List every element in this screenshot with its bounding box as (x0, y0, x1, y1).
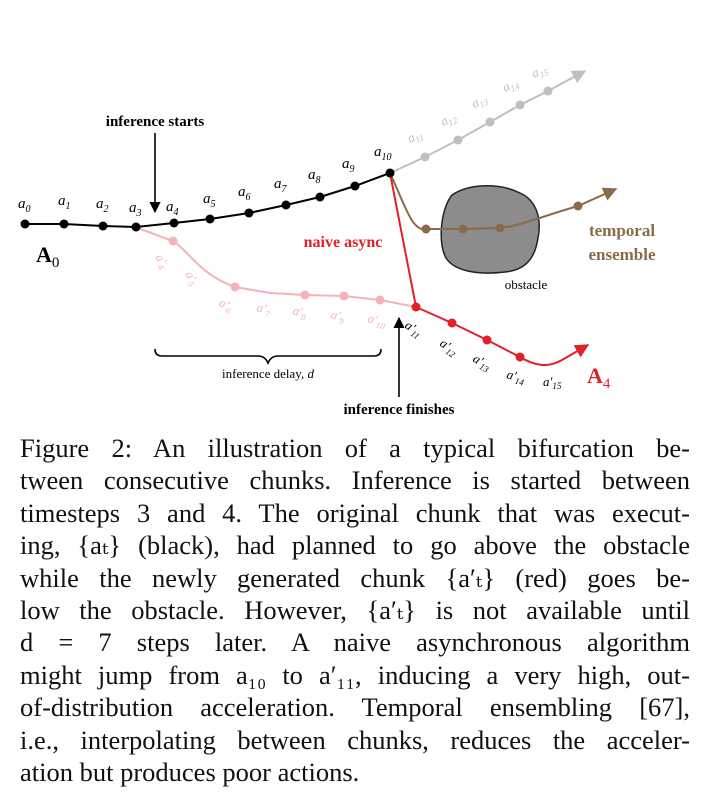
future-action-labels: a11 a12 a13 a14 a15 (405, 60, 551, 148)
caption-line: low the obstacle. However, {a′ₜ} is not … (20, 595, 690, 626)
svg-text:a′13: a′13 (470, 351, 495, 375)
svg-text:a′5: a′5 (181, 268, 203, 289)
dot-a5 (205, 214, 215, 224)
new-faded-action-labels: a′4 a′5 a′6 a′7 a′8 a′9 a′10 (151, 251, 389, 332)
bifurcation-figure: obstacle (18, 60, 656, 418)
svg-text:a1: a1 (58, 193, 71, 212)
svg-text:a′15: a′15 (543, 374, 562, 391)
new-chunk-path (415, 306, 590, 366)
caption-line: ation but produces poor actions. (20, 757, 360, 788)
chunk-A4-label: A4 (587, 363, 611, 392)
inference-finishes-label: inference finishes (344, 402, 455, 418)
dot-a8 (315, 192, 325, 202)
new-dots (411, 302, 525, 362)
dot-a3 (131, 222, 141, 232)
new-faded-dots (168, 236, 385, 305)
svg-text:a11: a11 (405, 126, 426, 148)
caption-line: tween consecutive chunks. Inference is s… (20, 465, 690, 496)
naive-async-jump (389, 172, 417, 308)
temporal-ensemble-label-1: temporal (589, 221, 655, 240)
svg-text:a5: a5 (203, 191, 216, 210)
obstacle-label: obstacle (505, 277, 548, 292)
svg-text:a2: a2 (96, 196, 109, 215)
dot-a0 (20, 219, 30, 229)
naive-async-label: naive async (304, 234, 383, 251)
caption-line: timesteps 3 and 4. The original chunk th… (20, 497, 690, 528)
caption-line: while the newly generated chunk {a′ₜ} (r… (20, 562, 690, 593)
svg-text:a′14: a′14 (505, 366, 528, 387)
caption-line: of-distribution acceleration. Temporal e… (20, 692, 690, 723)
svg-text:a6: a6 (238, 184, 251, 203)
inference-delay-brace (154, 348, 382, 366)
ensemble-dots (421, 201, 583, 234)
caption-line: d = 7 steps later. A naive asynchronous … (20, 627, 690, 658)
caption-line: i.e., interpolating between chunks, redu… (20, 724, 690, 755)
dot-a9 (350, 181, 360, 191)
svg-text:a15: a15 (529, 60, 551, 82)
dot-a10 (385, 168, 395, 178)
original-action-labels: a0 a1 a2 a3 a4 a5 a6 a7 a8 a9 a10 (18, 144, 392, 219)
svg-text:a′8: a′8 (291, 302, 309, 322)
svg-text:a′11: a′11 (401, 317, 425, 341)
temporal-ensemble-label-2: ensemble (588, 245, 656, 264)
svg-text:a13: a13 (469, 90, 491, 112)
future-dots (420, 86, 553, 162)
svg-text:a′4: a′4 (151, 251, 173, 272)
inference-starts-label: inference starts (106, 114, 205, 130)
dot-a7 (281, 200, 291, 210)
svg-text:a14: a14 (500, 74, 522, 96)
inference-delay-label: inference delay, d (222, 366, 314, 381)
svg-text:a′6: a′6 (216, 295, 237, 317)
dot-a1 (59, 219, 69, 229)
svg-text:a0: a0 (18, 196, 31, 215)
original-dots (20, 168, 395, 232)
chunk-A0-label: A0 (36, 242, 59, 271)
new-action-labels: a′11 a′12 a′13 a′14 a′15 (401, 317, 562, 391)
svg-text:a3: a3 (129, 200, 142, 219)
svg-text:a9: a9 (342, 156, 355, 175)
obstacle-shape (440, 185, 540, 274)
svg-text:a′7: a′7 (255, 299, 273, 319)
figure-caption: Figure 2: An illustration of a typical b… (20, 432, 690, 788)
svg-text:a8: a8 (308, 167, 321, 186)
svg-text:a′9: a′9 (329, 306, 347, 326)
dot-a6 (244, 208, 254, 218)
caption-line: might jump from a₁₀ to a′₁₁, inducing a … (20, 659, 690, 690)
svg-text:a12: a12 (438, 108, 460, 130)
dot-a4 (169, 218, 179, 228)
dot-a2 (98, 221, 108, 231)
svg-text:a′12: a′12 (436, 335, 461, 360)
svg-text:a7: a7 (274, 176, 288, 195)
caption-line: ing, {aₜ} (black), had planned to go abo… (20, 530, 690, 561)
caption-line: Figure 2: An illustration of a typical b… (20, 433, 690, 463)
svg-text:a10: a10 (374, 144, 392, 163)
svg-text:a′10: a′10 (366, 310, 389, 331)
svg-text:a4: a4 (166, 199, 179, 218)
